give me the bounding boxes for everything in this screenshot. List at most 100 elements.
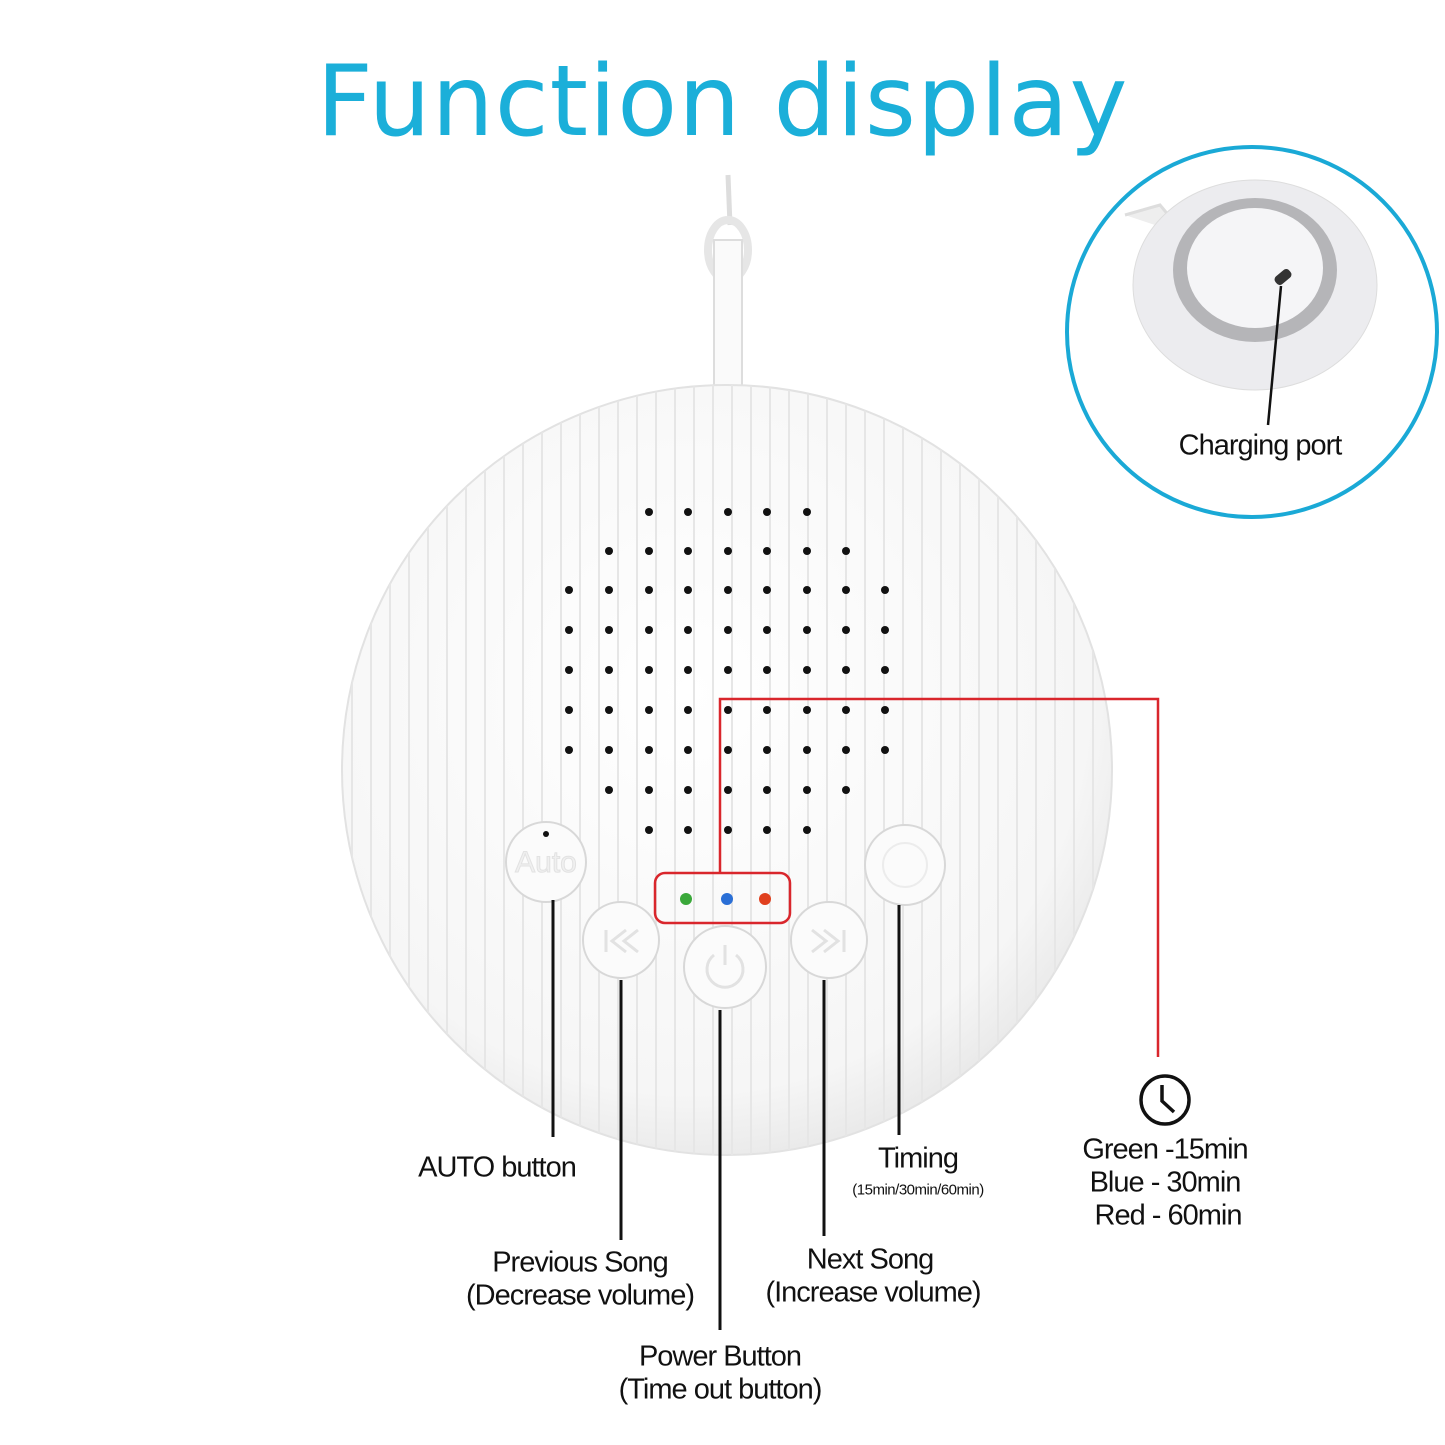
speaker-hole <box>645 666 653 674</box>
speaker-hole <box>803 666 811 674</box>
led-green <box>680 893 692 905</box>
speaker-hole <box>684 508 692 516</box>
speaker-hole <box>684 826 692 834</box>
speaker-hole <box>684 706 692 714</box>
speaker-hole <box>763 706 771 714</box>
speaker-hole <box>842 786 850 794</box>
speaker-hole <box>684 547 692 555</box>
speaker-hole <box>881 666 889 674</box>
speaker-hole <box>842 706 850 714</box>
speaker-hole <box>724 826 732 834</box>
speaker-hole <box>842 746 850 754</box>
charging-port-label: Charging port <box>1178 429 1343 462</box>
speaker-hole <box>645 706 653 714</box>
device-body <box>341 384 1113 1156</box>
power-button[interactable] <box>683 925 767 1009</box>
speaker-hole <box>842 547 850 555</box>
speaker-hole <box>645 786 653 794</box>
speaker-hole <box>645 746 653 754</box>
speaker-hole <box>803 586 811 594</box>
led-blue <box>721 893 733 905</box>
speaker-hole <box>605 706 613 714</box>
power-icon <box>705 945 745 989</box>
next-song-label: Next Song <box>806 1243 934 1276</box>
speaker-hole <box>803 547 811 555</box>
speaker-hole <box>565 626 573 634</box>
speaker-hole <box>724 706 732 714</box>
auto-button[interactable]: Auto <box>505 821 587 903</box>
speaker-hole <box>881 706 889 714</box>
previous-track-icon <box>604 928 639 954</box>
speaker-hole <box>881 586 889 594</box>
speaker-hole <box>763 508 771 516</box>
speaker-hole <box>684 626 692 634</box>
speaker-hole <box>605 547 613 555</box>
led-green-legend: Green -15min <box>1082 1133 1248 1166</box>
speaker-hole <box>605 586 613 594</box>
speaker-hole <box>565 746 573 754</box>
speaker-hole <box>803 508 811 516</box>
led-red-legend: Red - 60min <box>1094 1199 1243 1232</box>
speaker-hole <box>803 626 811 634</box>
auto-button-label: AUTO button <box>418 1151 577 1184</box>
speaker-hole <box>763 746 771 754</box>
speaker-hole <box>803 786 811 794</box>
next-track-icon <box>811 928 846 954</box>
speaker-hole <box>565 586 573 594</box>
power-button-label: Power Button <box>638 1340 802 1373</box>
charging-port-inset <box>1065 145 1439 519</box>
clock-icon <box>1139 1074 1191 1126</box>
speaker-hole <box>605 746 613 754</box>
speaker-hole <box>645 826 653 834</box>
callout-lines <box>551 900 901 1330</box>
timing-label: Timing <box>878 1142 959 1175</box>
speaker-hole <box>684 746 692 754</box>
speaker-hole <box>763 586 771 594</box>
speaker-hole <box>565 706 573 714</box>
speaker-hole <box>684 586 692 594</box>
led-blue-legend: Blue - 30min <box>1089 1166 1242 1199</box>
speaker-hole <box>724 666 732 674</box>
speaker-hole <box>605 786 613 794</box>
speaker-hole <box>763 666 771 674</box>
previous-song-button[interactable] <box>582 901 660 979</box>
speaker-hole <box>645 586 653 594</box>
speaker-hole <box>763 826 771 834</box>
speaker-hole <box>605 626 613 634</box>
speaker-hole <box>605 666 613 674</box>
speaker-hole <box>881 746 889 754</box>
previous-song-label: Previous Song <box>492 1246 669 1279</box>
speaker-hole <box>724 508 732 516</box>
speaker-hole <box>842 586 850 594</box>
speaker-hole <box>803 826 811 834</box>
led-red <box>759 893 771 905</box>
speaker-hole <box>724 547 732 555</box>
speaker-hole <box>645 508 653 516</box>
speaker-hole <box>565 666 573 674</box>
previous-song-sublabel: (Decrease volume) <box>466 1279 695 1312</box>
next-song-sublabel: (Increase volume) <box>765 1276 981 1309</box>
speaker-hole <box>724 626 732 634</box>
auto-embossed-text: Auto <box>515 846 577 879</box>
speaker-hole <box>803 746 811 754</box>
speaker-hole <box>724 586 732 594</box>
speaker-hole <box>724 746 732 754</box>
speaker-hole <box>645 547 653 555</box>
power-button-sublabel: (Time out button) <box>618 1373 823 1406</box>
led-callout-line <box>718 697 1160 1057</box>
page-title: Function display <box>316 45 1129 159</box>
speaker-hole <box>684 666 692 674</box>
speaker-hole <box>763 547 771 555</box>
speaker-hole <box>803 706 811 714</box>
next-song-button[interactable] <box>790 901 868 979</box>
timing-clock-icon <box>882 842 928 888</box>
timing-sublabel: (15min/30min/60min) <box>852 1181 984 1199</box>
speaker-hole <box>842 626 850 634</box>
speaker-hole <box>724 786 732 794</box>
speaker-hole <box>763 786 771 794</box>
speaker-hole <box>763 626 771 634</box>
speaker-hole <box>684 786 692 794</box>
timing-button[interactable] <box>864 824 946 906</box>
